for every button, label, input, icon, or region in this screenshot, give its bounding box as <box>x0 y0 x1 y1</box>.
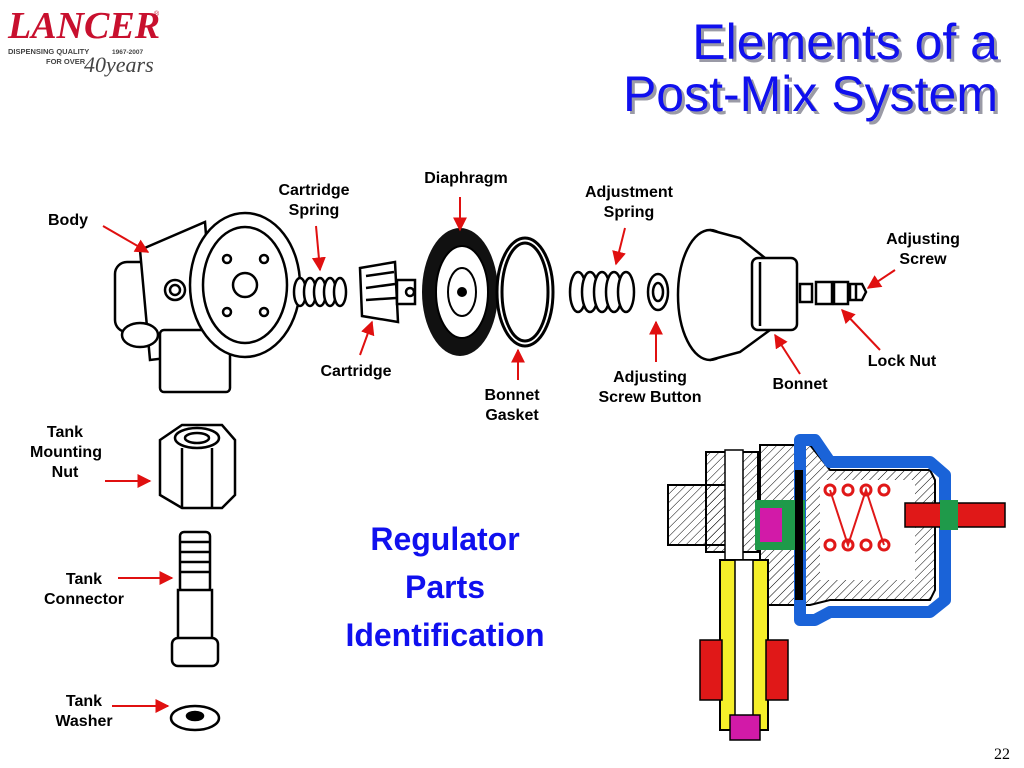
cartridge-part <box>358 260 417 324</box>
page-title: Elements of a Post-Mix System <box>623 16 998 120</box>
logo-years-text: 40years <box>84 52 154 77</box>
tank-connector-part <box>170 530 220 668</box>
logo-years-range: 1967-2007 <box>112 49 143 56</box>
cartridge-spring-part <box>292 276 348 308</box>
lancer-logo: LANCER ® DISPENSING QUALITY FOR OVER 196… <box>4 2 164 82</box>
logo-graphic: LANCER ® DISPENSING QUALITY FOR OVER 196… <box>7 5 160 77</box>
tank-mounting-nut-part <box>158 423 237 510</box>
logo-brand: LANCER <box>7 5 160 47</box>
adjusting-screw-button-part <box>646 272 670 312</box>
tank-washer-part <box>169 704 221 732</box>
adjustment-spring-part <box>568 270 636 314</box>
bonnet-gasket-part <box>495 236 555 348</box>
adjusting-screw-part <box>848 282 868 302</box>
arrow-adjusting-screw <box>866 269 896 289</box>
regulator-cutaway <box>667 434 1006 741</box>
logo-tagline-2: FOR OVER <box>46 57 86 66</box>
lock-nut-part <box>798 280 850 306</box>
label-lock-nut: Lock Nut <box>867 353 937 370</box>
label-body: Body <box>48 212 88 229</box>
label-diaphragm: Diaphragm <box>424 170 508 187</box>
label-cartridge: Cartridge <box>320 363 392 380</box>
diaphragm-part <box>422 228 498 356</box>
label-bonnet: Bonnet <box>772 376 828 393</box>
page-number: 22 <box>994 746 1010 763</box>
title-line-2: Post-Mix System <box>622 66 998 122</box>
regulator-parts-title: Regulator Parts Identification <box>345 521 545 653</box>
arrow-cartridge <box>359 320 375 356</box>
arrow-adjustment-spring <box>612 227 626 266</box>
arrow-bonnet <box>774 333 801 375</box>
arrow-lock-nut <box>841 308 881 351</box>
title-line-1: Elements of a <box>692 14 998 70</box>
bonnet-part <box>676 228 799 362</box>
arrow-body <box>102 225 150 253</box>
arrow-cartridge-spring <box>311 225 326 272</box>
svg-text:®: ® <box>154 10 160 18</box>
logo-tagline-1: DISPENSING QUALITY <box>8 47 89 56</box>
body-part <box>113 211 302 394</box>
pointer-arrows <box>102 197 896 713</box>
